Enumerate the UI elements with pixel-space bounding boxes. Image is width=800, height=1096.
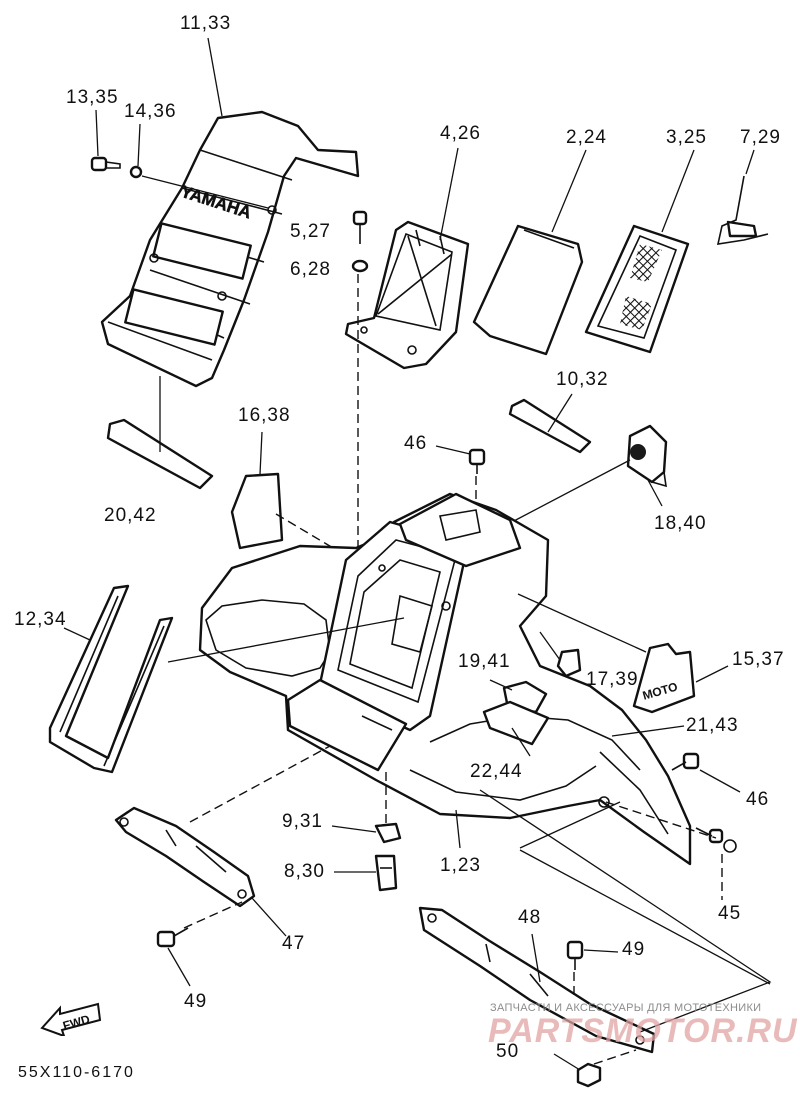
screw-13-part <box>90 156 121 172</box>
stay-47-part <box>114 806 256 908</box>
washer-6-part <box>351 259 369 273</box>
label-9-31: 9,31 <box>282 811 323 832</box>
screw-45-part <box>695 827 737 853</box>
label-48: 48 <box>518 907 542 928</box>
badge-15-part: MOTO <box>632 642 696 714</box>
pad-20-part <box>106 418 214 490</box>
label-22-44: 22,44 <box>470 761 523 782</box>
label-11-33: 11,33 <box>180 13 232 34</box>
front-cover-part: YAMAHA <box>100 110 360 388</box>
label-6-28: 6,28 <box>290 259 331 280</box>
bracket-part <box>344 220 470 370</box>
label-49-right: 49 <box>622 939 646 960</box>
bolt-46-top-part <box>468 448 486 474</box>
label-13-35: 13,35 <box>66 87 119 108</box>
fender-body-part <box>198 492 692 866</box>
seal-strips-part <box>48 584 174 774</box>
label-7-29: 7,29 <box>740 127 781 148</box>
wire-part <box>716 175 769 245</box>
reflector-part <box>584 224 690 354</box>
drawing-code: 55X110-6170 <box>18 1064 135 1081</box>
fwd-arrow-icon: FWD <box>40 1002 102 1036</box>
label-10-32: 10,32 <box>556 369 609 390</box>
label-15-37: 15,37 <box>732 649 785 670</box>
label-2-24: 2,24 <box>566 127 607 148</box>
screw-5-part <box>352 210 368 244</box>
label-47: 47 <box>282 933 306 954</box>
label-50: 50 <box>496 1041 520 1062</box>
plate-16-part <box>230 472 284 550</box>
watermark-caption: ЗАПЧАСТИ И АКСЕССУАРЫ ДЛЯ МОТОТЕХНИКИ <box>490 1002 762 1014</box>
label-14-36: 14,36 <box>124 101 177 122</box>
label-8-30: 8,30 <box>284 861 325 882</box>
clip-8-part <box>374 854 398 892</box>
pad-10-part <box>508 398 592 454</box>
label-46-right: 46 <box>746 789 770 810</box>
label-4-26: 4,26 <box>440 123 481 144</box>
label-1-23: 1,23 <box>440 855 481 876</box>
clip-9-part <box>374 822 402 844</box>
bolt-49-right-part <box>566 940 584 970</box>
label-19-41: 19,41 <box>458 651 511 672</box>
lens-part <box>472 224 584 356</box>
label-5-27: 5,27 <box>290 221 331 242</box>
nut-50-part <box>576 1062 602 1088</box>
washer-14-part <box>129 165 143 179</box>
label-45: 45 <box>718 903 742 924</box>
label-49-left: 49 <box>184 991 208 1012</box>
watermark-logo: PARTSMOTOR.RU <box>488 1012 798 1050</box>
clip-17-part <box>556 648 582 678</box>
label-12-34: 12,34 <box>14 609 67 630</box>
bolt-46-right-part <box>671 752 700 771</box>
stay-48-part <box>418 906 656 1054</box>
label-3-25: 3,25 <box>666 127 707 148</box>
bolt-49-left-part <box>156 927 189 948</box>
label-46-top: 46 <box>404 433 428 454</box>
label-18-40: 18,40 <box>654 513 707 534</box>
label-16-38: 16,38 <box>238 405 291 426</box>
label-20-42: 20,42 <box>104 505 157 526</box>
label-21-43: 21,43 <box>686 715 739 736</box>
grommet-part <box>626 424 668 488</box>
label-17-39: 17,39 <box>586 669 639 690</box>
